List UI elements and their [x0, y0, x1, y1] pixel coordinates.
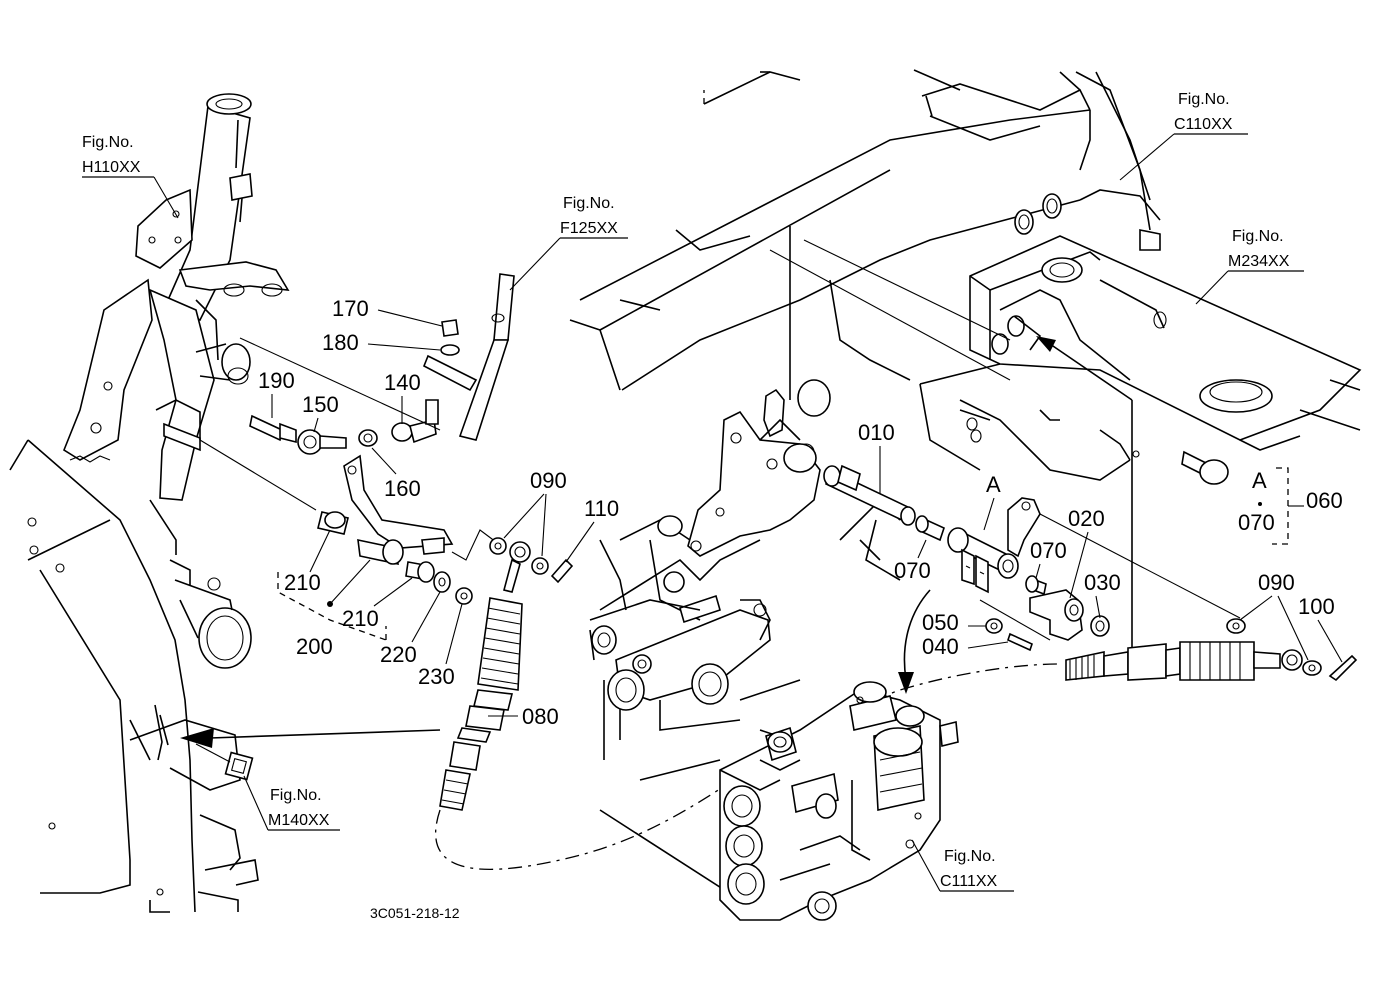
part-label-090-right: 090 — [1258, 570, 1295, 595]
part-label-040: 040 — [922, 634, 959, 659]
cable-080-drawing — [435, 541, 1061, 870]
part-label-200: 200 — [296, 634, 333, 659]
fig-ref-c111: Fig.No. C111XX — [911, 839, 1014, 892]
part-label-070-right: 070 — [1030, 538, 1067, 563]
fig-ref-code: M140XX — [268, 812, 330, 829]
part-label-210-left: 210 — [284, 570, 321, 595]
part-label-030: 030 — [1084, 570, 1121, 595]
fig-ref-m140: Fig.No. M140XX — [243, 775, 340, 831]
right-cable-drawing — [1065, 618, 1358, 682]
part-label-170: 170 — [332, 296, 369, 321]
fig-ref-label: Fig.No. — [82, 134, 134, 151]
part-label-050: 050 — [922, 610, 959, 635]
left-linkage-drawing — [199, 273, 574, 641]
part-label-150: 150 — [302, 392, 339, 417]
part-label-060: 060 — [1306, 488, 1343, 513]
part-label-070-ref: 070 — [1238, 510, 1275, 535]
left-frame-drawing — [9, 93, 290, 913]
callout-a-lever: A — [986, 472, 1001, 497]
part-label-190: 190 — [258, 368, 295, 393]
fig-ref-h110: Fig.No. H110XX — [82, 134, 179, 219]
callout-a-ref: A — [1252, 468, 1267, 493]
part-labels: 170 180 190 150 140 160 090 110 210 210 … — [258, 296, 1343, 729]
right-linkage-drawing — [823, 336, 1241, 694]
fig-ref-code: M234XX — [1228, 253, 1290, 270]
part-label-110: 110 — [584, 496, 619, 521]
part-label-180: 180 — [322, 330, 359, 355]
fig-ref-label: Fig.No. — [270, 787, 322, 804]
fig-ref-m234: Fig.No. M234XX — [1195, 228, 1304, 305]
part-label-220: 220 — [380, 642, 417, 667]
part-label-210-right: 210 — [342, 606, 379, 631]
part-label-140: 140 — [384, 370, 421, 395]
part-label-090-left: 090 — [530, 468, 567, 493]
part-label-160: 160 — [384, 476, 421, 501]
fig-ref-code: F125XX — [560, 220, 618, 237]
reference-arrows — [180, 728, 441, 763]
fig-ref-label: Fig.No. — [944, 848, 996, 865]
fig-ref-code: C111XX — [940, 873, 998, 890]
part-label-080: 080 — [522, 704, 559, 729]
control-valve-drawing — [719, 681, 959, 921]
part-label-230: 230 — [418, 664, 455, 689]
fig-ref-f125: Fig.No. F125XX — [509, 195, 628, 291]
fig-ref-label: Fig.No. — [1178, 91, 1230, 108]
part-label-100: 100 — [1298, 594, 1335, 619]
fig-ref-label: Fig.No. — [1232, 228, 1284, 245]
fig-ref-code: H110XX — [82, 159, 141, 176]
fig-ref-c110: Fig.No. C110XX — [1119, 91, 1248, 181]
diagram-code: 3C051-218-12 — [370, 905, 460, 921]
part-label-010: 010 — [858, 420, 895, 445]
fig-ref-code: C110XX — [1174, 116, 1233, 133]
part-label-070-left: 070 — [894, 558, 931, 583]
part-label-020: 020 — [1068, 506, 1105, 531]
right-chassis-drawing — [569, 69, 1362, 901]
fig-ref-label: Fig.No. — [563, 195, 615, 212]
